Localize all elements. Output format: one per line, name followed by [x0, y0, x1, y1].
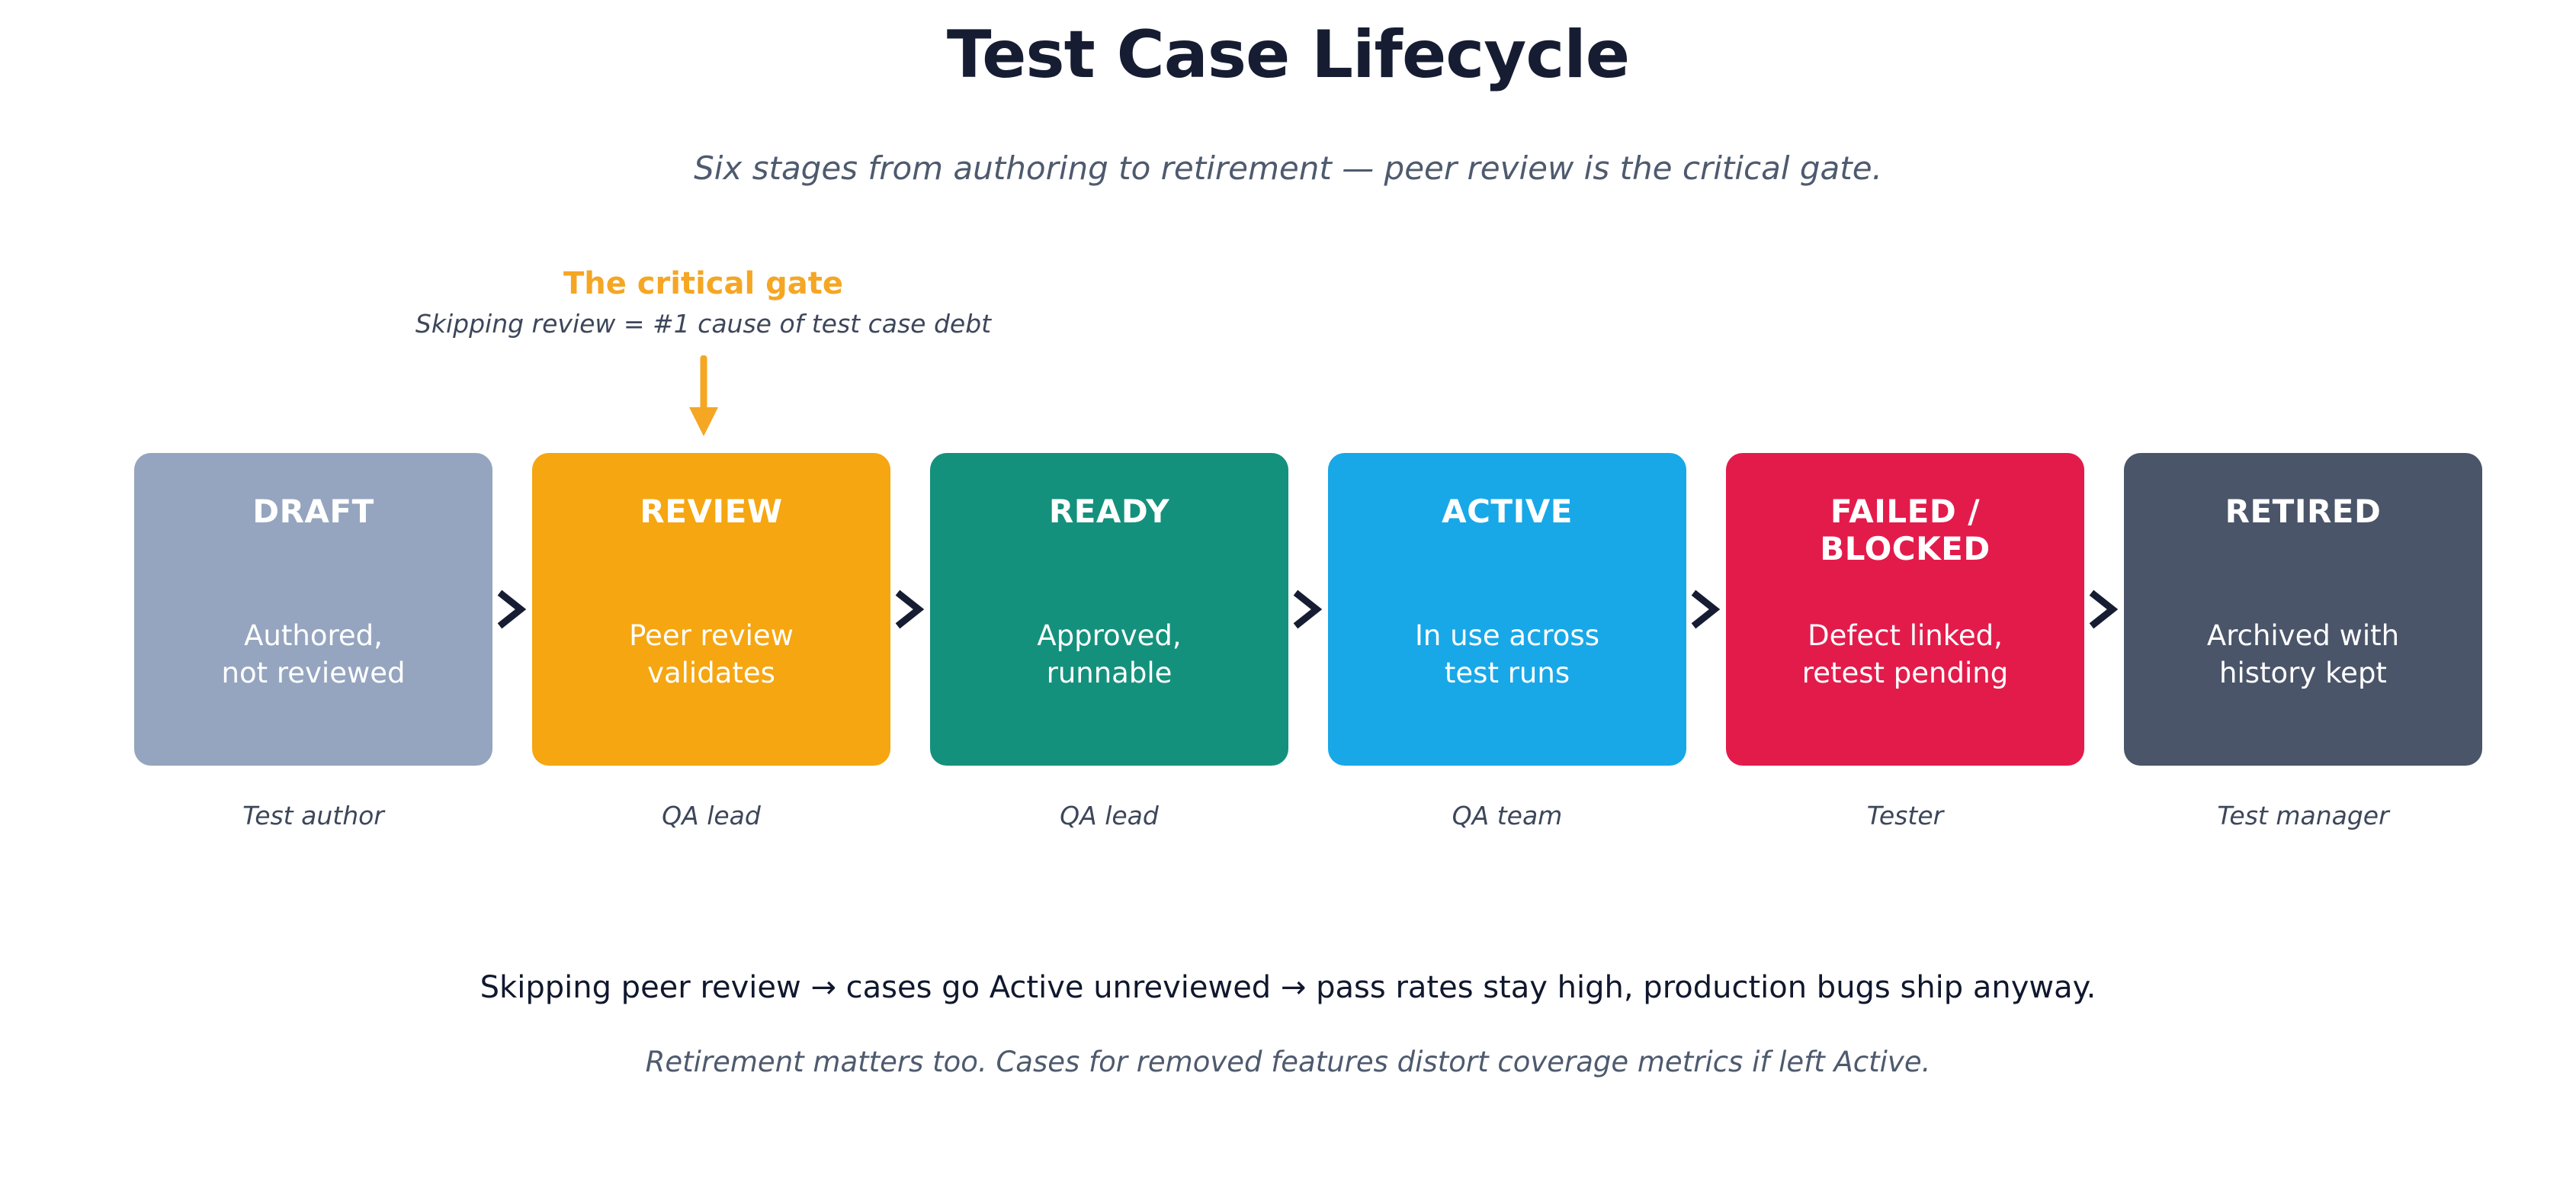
callout-title: The critical gate: [563, 266, 843, 301]
stage-name: FAILED /BLOCKED: [1820, 493, 1991, 568]
stage-name: RETIRED: [2225, 493, 2382, 530]
critical-gate-callout: The critical gate Skipping review = #1 c…: [366, 265, 1041, 339]
page-title: Test Case Lifecycle: [946, 17, 1630, 93]
stage-name: REVIEW: [640, 493, 783, 530]
chevron-right-icon: [492, 453, 532, 766]
callout-subtitle: Skipping review = #1 cause of test case …: [415, 309, 992, 339]
stage-role-label: QA lead: [662, 801, 761, 830]
stage-name: ACTIVE: [1442, 493, 1573, 530]
stage-column-ready: READY Approved,runnable QA lead: [930, 453, 1288, 831]
page-subtitle: Six stages from authoring to retirement …: [694, 149, 1882, 187]
stage-role-label: Test manager: [2217, 801, 2389, 830]
footer-sub-note: Retirement matters too. Cases for remove…: [645, 1046, 1931, 1078]
stage-name: DRAFT: [252, 493, 374, 530]
stage-role-label: QA lead: [1060, 801, 1159, 830]
chevron-right-icon: [1686, 453, 1726, 766]
stage-box-failed-blocked[interactable]: FAILED /BLOCKED Defect linked,retest pend…: [1726, 453, 2084, 766]
stage-description: Authored,not reviewed: [221, 619, 406, 690]
chevron-right-icon: [1288, 453, 1328, 766]
stage-box-ready[interactable]: READY Approved,runnable: [930, 453, 1288, 766]
down-arrow-icon: [689, 355, 718, 436]
stage-column-failed-blocked: FAILED /BLOCKED Defect linked,retest pend…: [1726, 453, 2084, 831]
stage-name: READY: [1048, 493, 1170, 530]
stage-box-draft[interactable]: DRAFT Authored,not reviewed: [134, 453, 492, 766]
stage-role-label: QA team: [1452, 801, 1563, 830]
footer-main-note: Skipping peer review → cases go Active u…: [480, 970, 2096, 1005]
chevron-right-icon: [890, 453, 930, 766]
stage-description: Approved,runnable: [1037, 619, 1182, 690]
stage-description: Defect linked,retest pending: [1801, 619, 2009, 690]
stage-role-label: Tester: [1866, 801, 1944, 830]
stage-role-label: Test author: [242, 801, 384, 830]
chevron-right-icon: [2084, 453, 2124, 766]
